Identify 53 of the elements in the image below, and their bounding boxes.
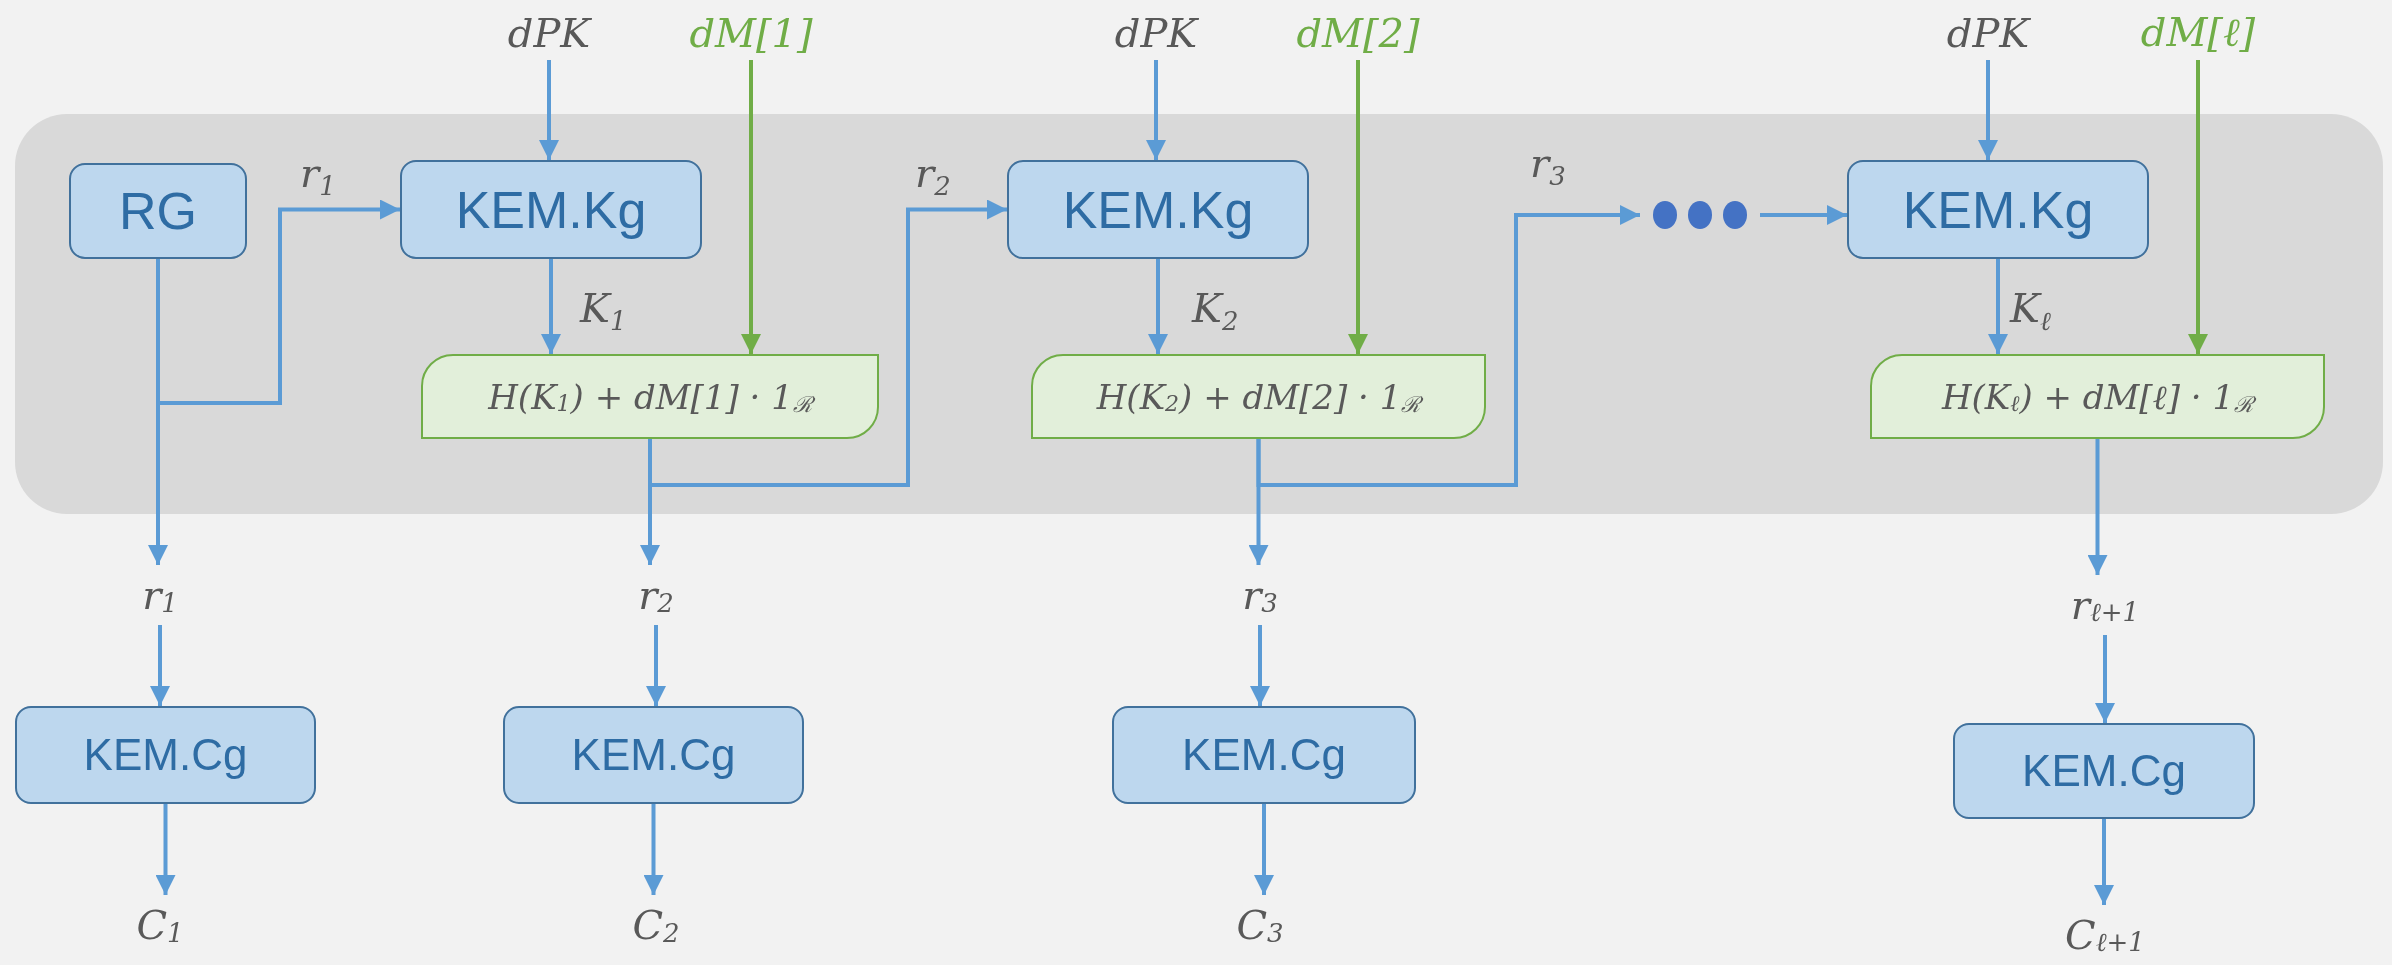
- process-box: KEM.Cg: [1953, 723, 2255, 819]
- arrow: [1348, 60, 1368, 354]
- arrow: [646, 625, 666, 706]
- math-label: dM[2]: [1288, 5, 1428, 60]
- arrow: [1254, 804, 1274, 895]
- process-box: KEM.Cg: [15, 706, 316, 804]
- arrow: [156, 199, 400, 405]
- math-label: dPK: [1928, 5, 2048, 60]
- math-label: r$_{3}$: [1210, 565, 1310, 625]
- math-label: C$_{1}$: [110, 895, 210, 955]
- edge-label: K$_{2}$: [1192, 285, 1239, 331]
- arrow: [1148, 259, 1168, 354]
- edge-label: K$_{ℓ}$: [2010, 285, 2051, 331]
- arrow: [1760, 205, 1847, 225]
- math-label: C$_{2}$: [606, 895, 706, 955]
- arrow: [1978, 60, 1998, 160]
- formula-box: H(K$_{1}$) + dM[1] · 1$_{ℛ}$: [421, 354, 879, 439]
- arrow: [1146, 60, 1166, 160]
- arrow: [2188, 60, 2208, 354]
- math-label: dM[1]: [681, 5, 821, 60]
- process-box: KEM.Kg: [1007, 160, 1309, 259]
- edge-label: r$_{2}$: [915, 150, 951, 196]
- edge-label: K$_{1}$: [580, 285, 627, 331]
- process-box: KEM.Cg: [503, 706, 804, 804]
- arrow: [2087, 439, 2108, 575]
- arrow: [1250, 625, 1270, 706]
- arrow: [2094, 819, 2114, 905]
- process-box: RG: [69, 163, 247, 259]
- process-box: KEM.Kg: [1847, 160, 2149, 259]
- arrow: [541, 259, 561, 354]
- arrow: [155, 804, 176, 895]
- formula-box: H(K$_{2}$) + dM[2] · 1$_{ℛ}$: [1031, 354, 1486, 439]
- arrow: [539, 60, 559, 160]
- process-box: KEM.Cg: [1112, 706, 1416, 804]
- arrow: [1988, 259, 2008, 354]
- math-label: dPK: [1096, 5, 1216, 60]
- math-label: r$_{1}$: [110, 565, 210, 625]
- math-label: r$_{2}$: [606, 565, 706, 625]
- arrow: [741, 60, 761, 354]
- process-box: KEM.Kg: [400, 160, 702, 259]
- arrow: [1256, 205, 1640, 487]
- edge-label: r$_{1}$: [300, 150, 336, 196]
- math-label: dM[ℓ]: [2128, 5, 2268, 60]
- arrow: [150, 625, 170, 706]
- arrow: [648, 199, 1007, 487]
- math-label: C$_{3}$: [1210, 895, 1310, 955]
- group-panel: [15, 114, 2383, 514]
- math-label: C$_{ℓ+1}$: [2035, 905, 2175, 965]
- arrow: [643, 804, 664, 895]
- math-label: r$_{ℓ+1}$: [2035, 575, 2175, 635]
- math-label: dPK: [489, 5, 609, 60]
- arrow: [2095, 635, 2115, 723]
- edge-label: r$_{3}$: [1530, 140, 1566, 186]
